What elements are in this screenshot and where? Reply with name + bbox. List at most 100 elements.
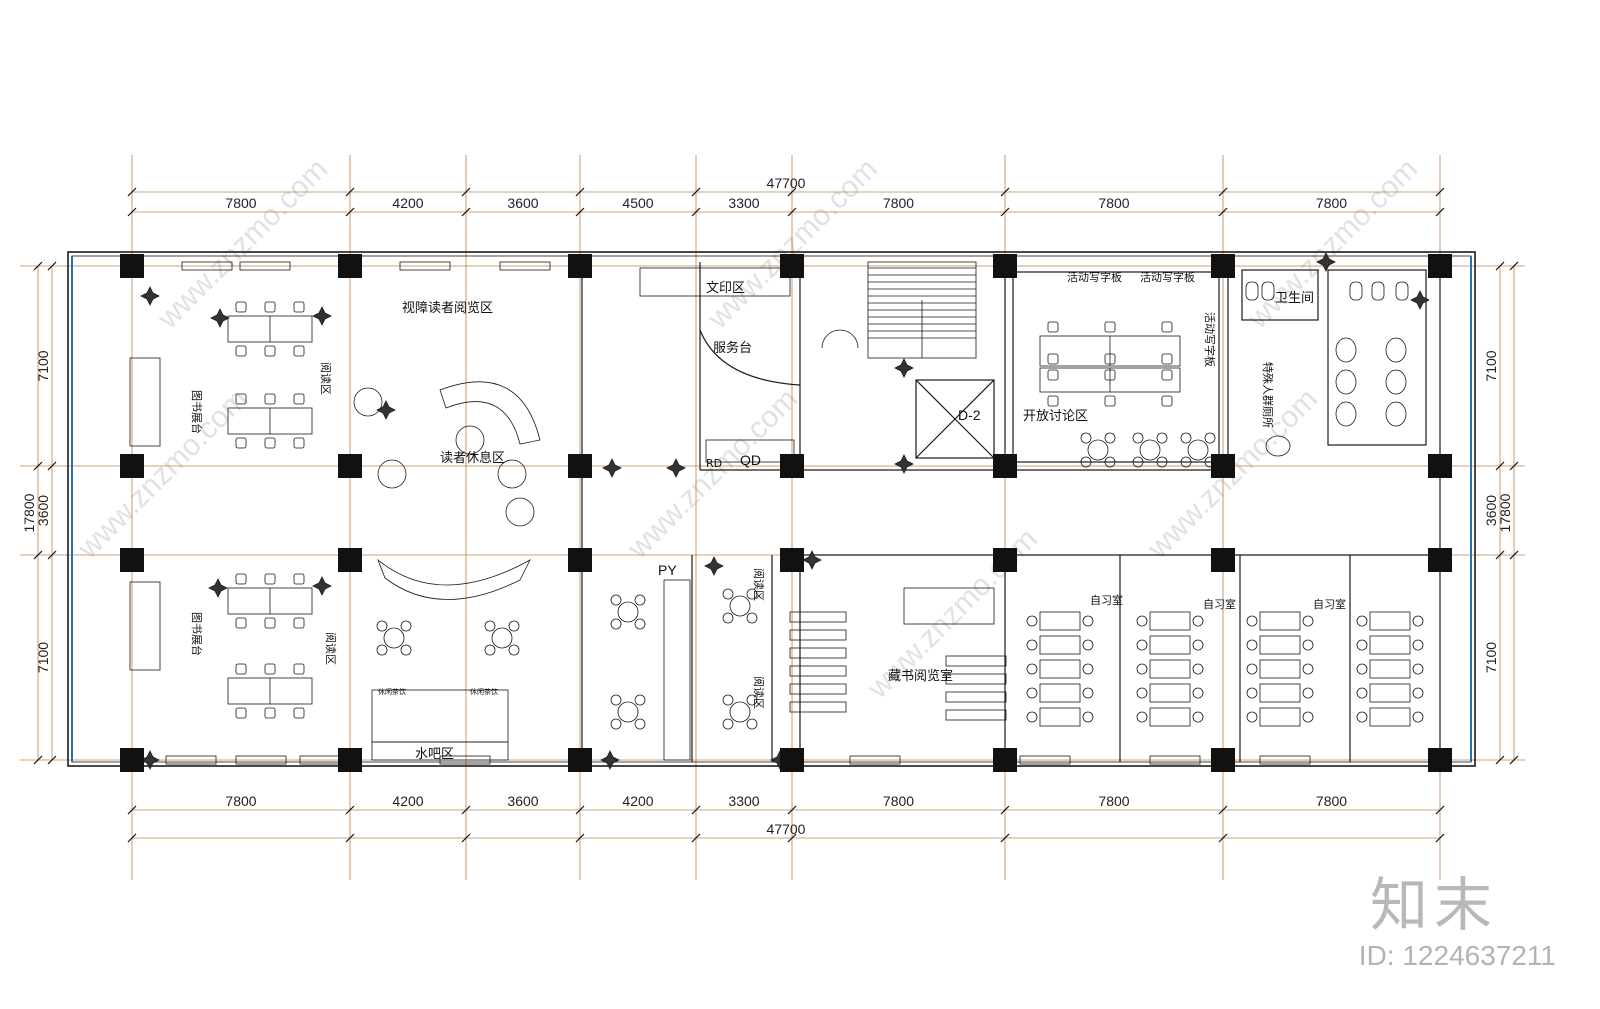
dim-tick [787,187,797,197]
column [780,454,804,478]
label-stack-reading-room: 藏书阅览室 [888,668,953,684]
chair [1082,639,1094,651]
dim-tick [47,261,57,271]
study-desk [1149,611,1191,631]
chair [1156,432,1168,444]
dim-tick [1509,550,1519,560]
window [165,755,217,765]
chair [1082,615,1094,627]
bar-counter [371,689,509,743]
dim-tick [575,207,585,217]
dim-tick [345,805,355,815]
plant-icon [666,458,686,478]
watermark-text: www.znzmo.com [71,382,254,565]
chair [235,437,247,449]
building-outline [67,251,1476,767]
chair [235,393,247,405]
chair [376,644,388,656]
label-study-room-1: 自习室 [1090,593,1123,607]
toilet [1245,281,1259,301]
chair [264,301,276,313]
structural-columns [120,254,1452,772]
long-bookshelf [663,579,691,761]
dim-tick [575,833,585,843]
chair [1302,687,1314,699]
brand-logo: 知末 [1369,871,1498,939]
dim-tick [1000,207,1010,217]
chair [484,644,496,656]
plant-icon [208,578,228,598]
column [338,454,362,478]
label-reading-zone-3: 阅读区 [752,568,766,601]
chair [1161,395,1173,407]
column [780,254,804,278]
toilet [1395,281,1409,301]
dim-tick [1495,461,1505,471]
chair [1136,663,1148,675]
bookshelf [945,655,1007,667]
chair [1047,353,1059,365]
chair [508,620,520,632]
chair [293,573,305,585]
study-desk [1149,707,1191,727]
window [1259,755,1311,765]
dim-tick [33,550,43,560]
plant-icon [1410,290,1430,310]
dim-total-label: 17800 [21,493,37,532]
chair [1082,711,1094,723]
dim-label: 3300 [728,195,759,211]
dim-label: 3600 [507,195,538,211]
print-counter [639,267,791,297]
column [780,748,804,772]
dim-tick [127,833,137,843]
chair [484,620,496,632]
chair [722,718,734,730]
dim-tick [575,187,585,197]
wash-basin [1265,435,1291,457]
dim-label: 4200 [622,793,653,809]
dim-tick [461,805,471,815]
round-table [1187,439,1209,461]
chair [1156,456,1168,468]
chair [1082,663,1094,675]
dim-label: 7800 [1316,195,1347,211]
study-desk [1039,659,1081,679]
round-table [1139,439,1161,461]
dim-tick [1495,550,1505,560]
wash-basin [1385,369,1407,395]
column [1428,254,1452,278]
chair [634,594,646,606]
chair [1356,711,1368,723]
chair [1302,711,1314,723]
chair [264,663,276,675]
dim-tick [461,207,471,217]
chair [1104,456,1116,468]
study-desk [1039,707,1081,727]
chair [293,663,305,675]
wash-basin [1385,401,1407,427]
chair [1192,615,1204,627]
label-restroom: 卫生间 [1275,291,1314,306]
chair [235,573,247,585]
dim-tick [1435,805,1445,815]
label-reading-zone-4: 阅读区 [752,676,766,709]
dim-tick [787,805,797,815]
study-desk [1039,635,1081,655]
column [1428,748,1452,772]
dim-tick [47,755,57,765]
wash-basin [1385,337,1407,363]
chair [400,620,412,632]
curved-sofa [439,381,541,445]
dim-tick [1000,187,1010,197]
dim-tick [575,805,585,815]
chair [235,345,247,357]
column [338,548,362,572]
column [993,254,1017,278]
dim-tick [1435,187,1445,197]
chair [508,644,520,656]
sofa [903,587,995,625]
column [1211,748,1235,772]
chair [293,707,305,719]
image-id: ID: 1224637211 [1358,940,1556,971]
